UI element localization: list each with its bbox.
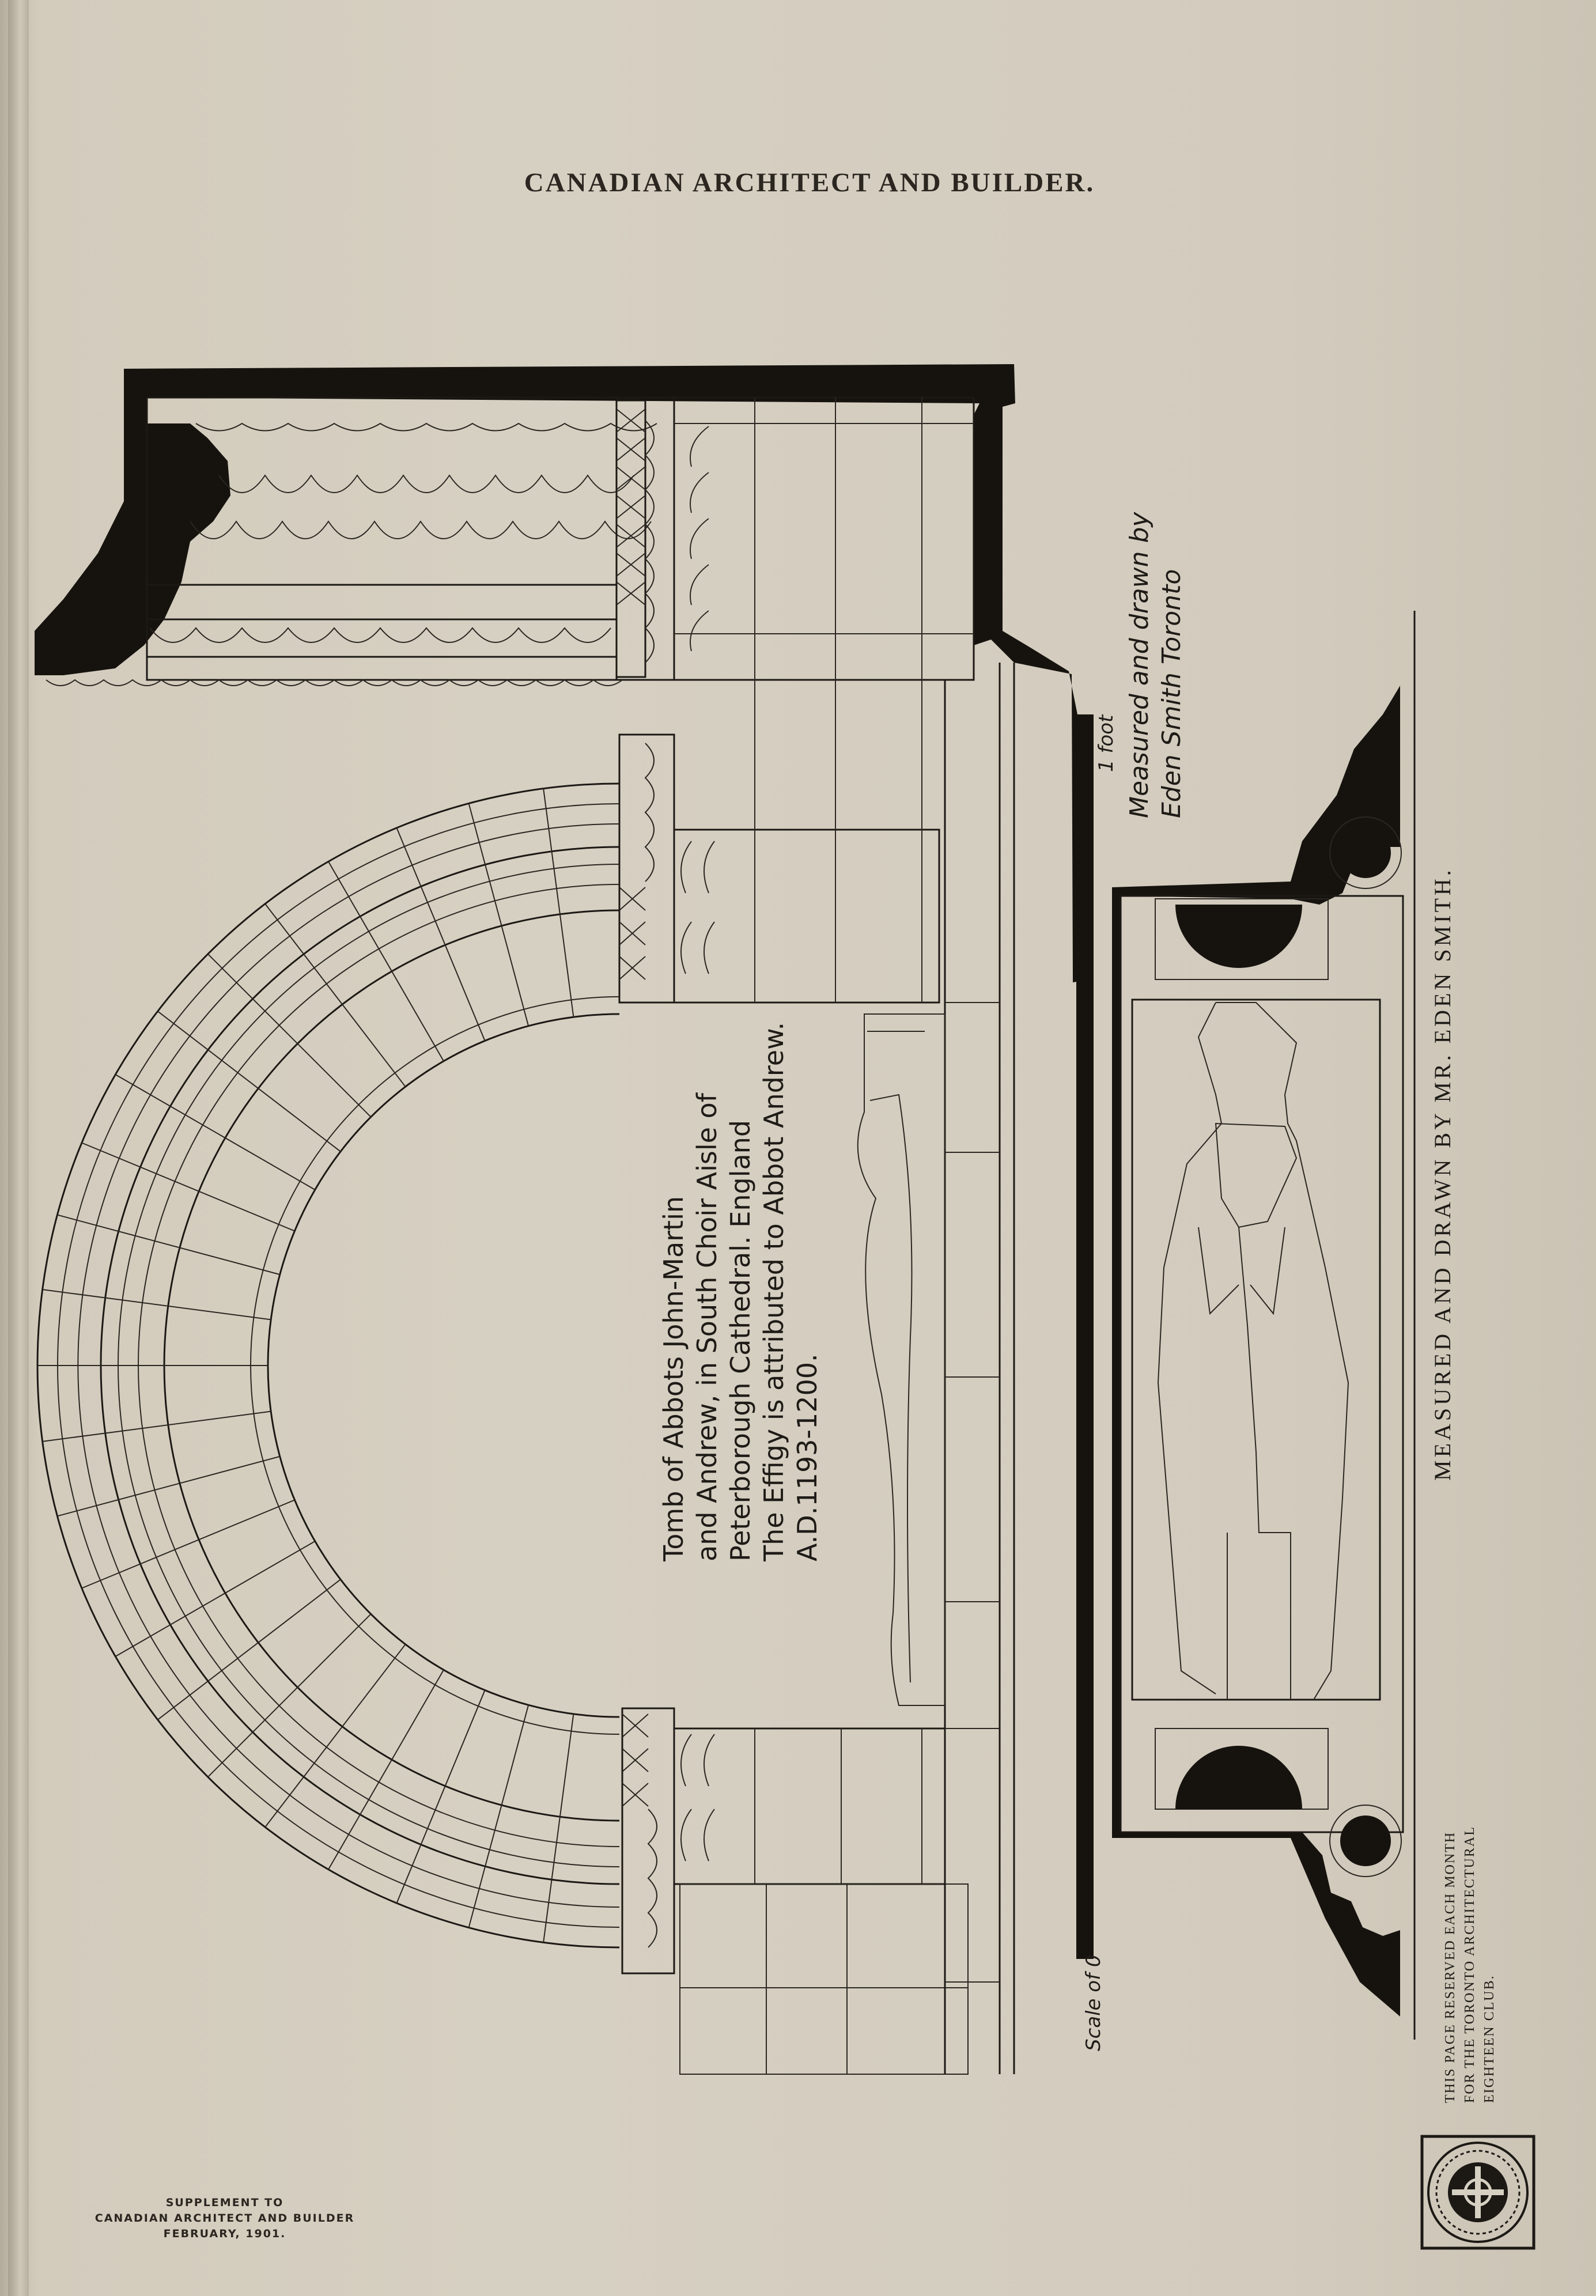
- lower-capital: [621, 1707, 969, 2075]
- voussoir-joint: [57, 1455, 281, 1517]
- artist-signature: Measured and drawn by Eden Smith Toronto: [1124, 512, 1188, 818]
- supplement-notice: SUPPLEMENT TO CANADIAN ARCHITECT AND BUI…: [75, 2195, 375, 2242]
- voussoir-joint: [396, 827, 486, 1041]
- caption-line-3: Peterborough Cathedral. England: [725, 1119, 756, 1561]
- voussoir-joint: [42, 1410, 271, 1442]
- cornice: [35, 364, 1092, 982]
- voussoir-joint: [468, 1704, 530, 1928]
- voussoir-joint: [157, 1579, 341, 1720]
- scale-unit-label: 1 foot: [1095, 714, 1118, 772]
- scale-label-text: Scale of: [1082, 1973, 1105, 2051]
- arch: [36, 782, 620, 1949]
- supplement-line-1: SUPPLEMENT TO: [165, 2196, 284, 2209]
- voussoir-joint: [207, 1613, 372, 1777]
- caption-line-1: Tomb of Abbots John-Martin: [658, 1196, 689, 1561]
- caption-line-4: The Effigy is attributed to Abbot Andrew…: [758, 1022, 789, 1561]
- voussoir-joint: [115, 1074, 316, 1190]
- drawing-credit: MEASURED AND DRAWN BY MR. EDEN SMITH.: [1429, 867, 1455, 1481]
- scale-label: Scale of 0: [1082, 1954, 1105, 2051]
- voussoir-joint: [543, 1714, 574, 1943]
- tomb-chest: [857, 663, 1015, 2074]
- signature-line-1: Measured and drawn by: [1125, 512, 1154, 818]
- voussoir-joint: [42, 1289, 271, 1321]
- voussoir-joint: [157, 1011, 341, 1152]
- plan-view: [1112, 686, 1404, 2017]
- reserved-line-3: EIGHTEEN CLUB.: [1482, 1975, 1497, 2103]
- caption-line-5: A.D.1193-1200.: [792, 1353, 823, 1561]
- signature-line-2: Eden Smith Toronto: [1157, 569, 1186, 818]
- caption-line-2: and Andrew, in South Choir Aisle of: [691, 1093, 723, 1561]
- reserved-line-1: THIS PAGE RESERVED EACH MONTH: [1443, 1831, 1458, 2103]
- binding-spine: [8, 0, 29, 2296]
- voussoir-joint: [328, 1669, 444, 1870]
- tomb-caption: Tomb of Abbots John-Martin and Andrew, i…: [657, 985, 824, 1561]
- voussoir-joint: [468, 803, 530, 1027]
- scale-bar: [1076, 714, 1094, 1959]
- voussoir-joint: [543, 788, 574, 1017]
- scale-zero: 0: [1082, 1954, 1105, 1968]
- middle-capital: [618, 680, 940, 1004]
- running-head: CANADIAN ARCHITECT AND BUILDER.: [524, 168, 1095, 198]
- reserved-line-2: FOR THE TORONTO ARCHITECTURAL: [1462, 1826, 1477, 2103]
- voussoir-joint: [57, 1214, 281, 1276]
- voussoir-joint: [115, 1541, 316, 1657]
- supplement-line-3: FEBRUARY, 1901.: [163, 2227, 286, 2240]
- voussoir-joint: [328, 861, 444, 1062]
- supplement-line-2: CANADIAN ARCHITECT AND BUILDER: [94, 2212, 355, 2225]
- club-seal-icon: [1420, 2135, 1536, 2250]
- voussoir-joint: [396, 1690, 486, 1904]
- voussoir-joint: [264, 903, 406, 1087]
- voussoir-joint: [264, 1644, 406, 1828]
- voussoir-joint: [207, 954, 372, 1118]
- reserved-notice: THIS PAGE RESERVED EACH MONTH FOR THE TO…: [1440, 1826, 1499, 2103]
- voussoir-joint: [81, 1142, 295, 1232]
- voussoir-joint: [81, 1499, 295, 1589]
